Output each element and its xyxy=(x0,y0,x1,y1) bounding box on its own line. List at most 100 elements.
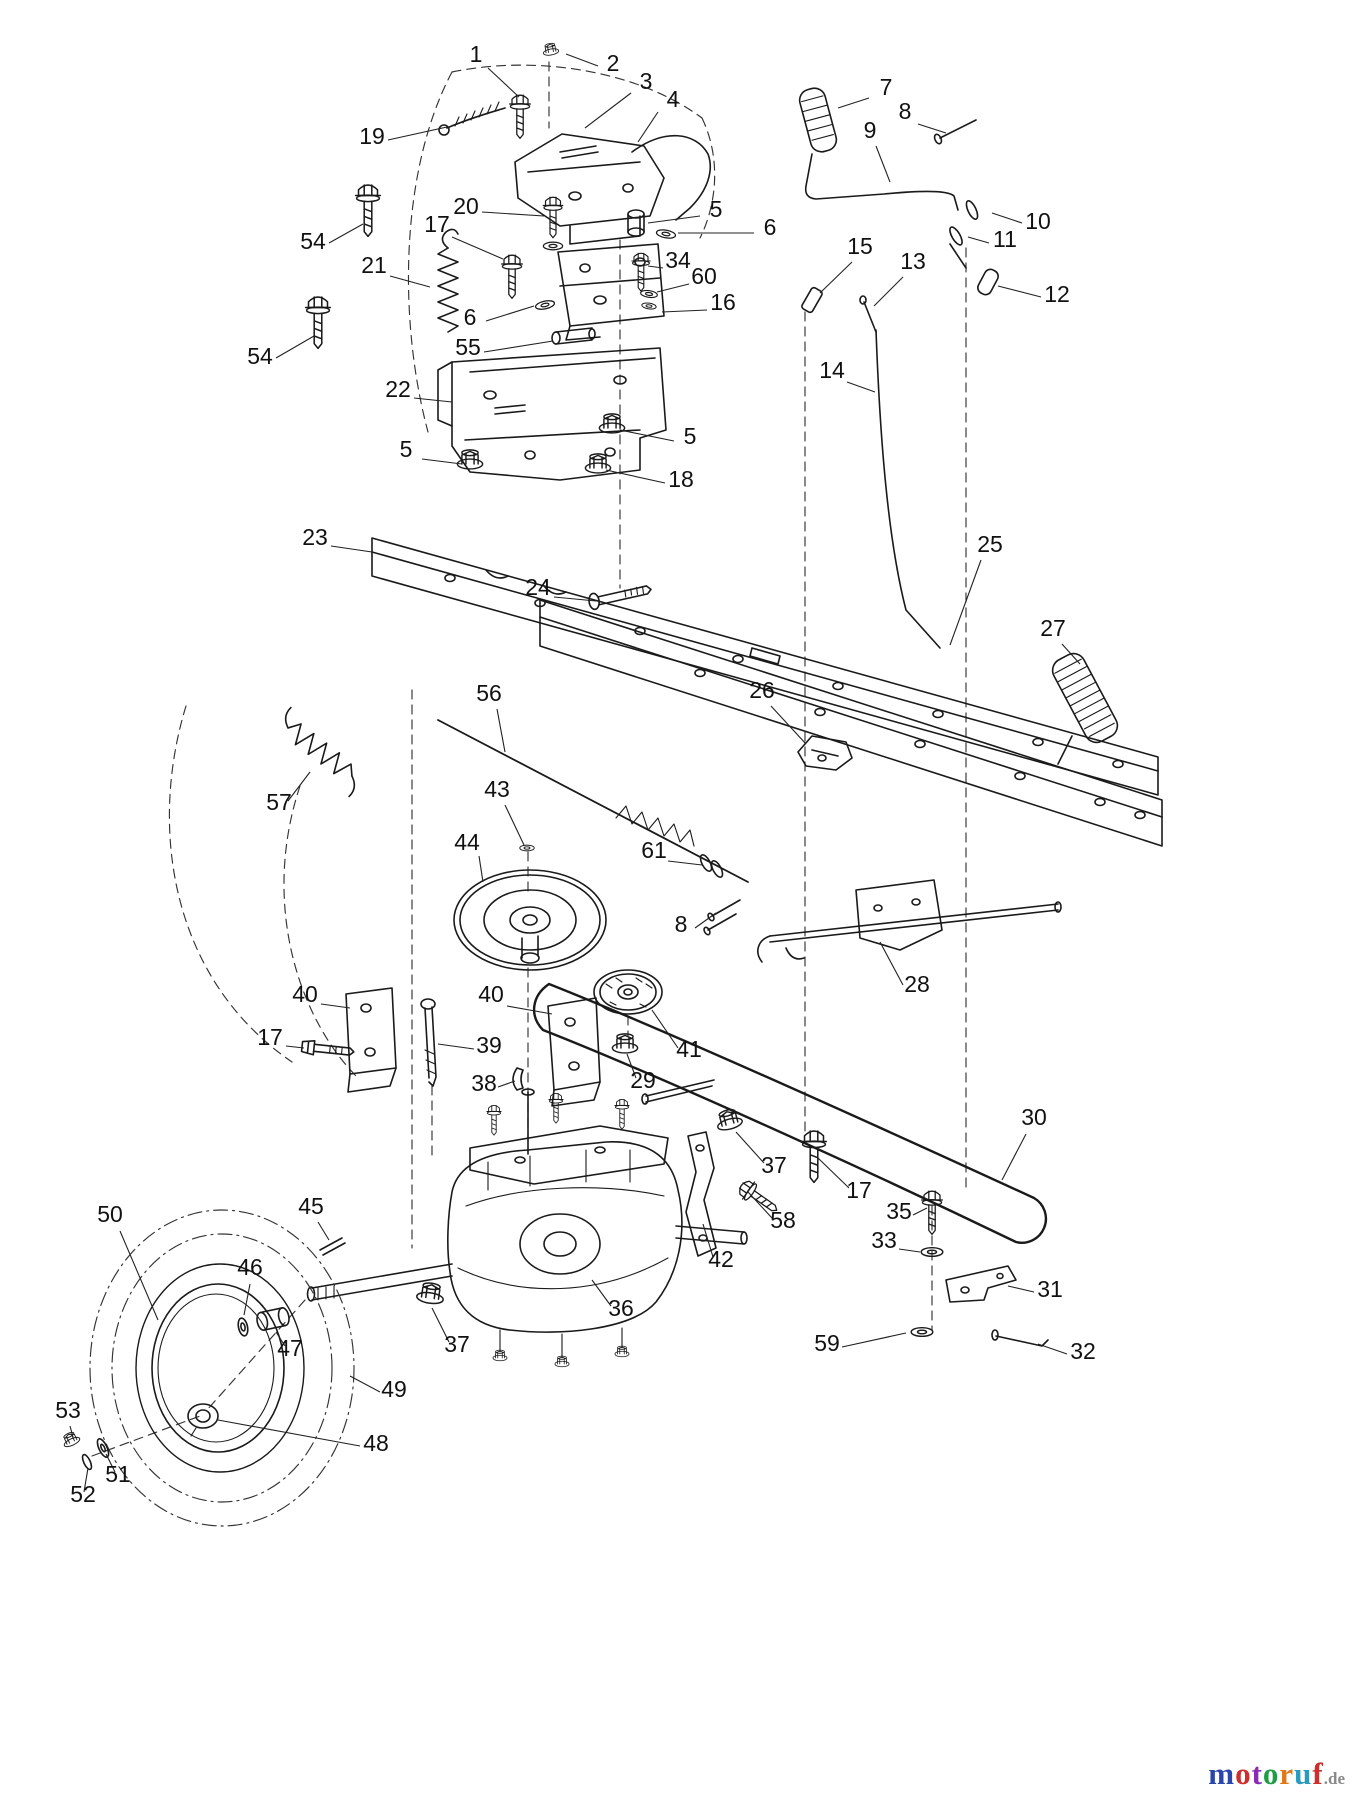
callout-leader-34 xyxy=(647,265,664,269)
callout-label-40: 40 xyxy=(292,981,318,1007)
logo-letter: u xyxy=(1294,1756,1313,1791)
return-spring xyxy=(284,706,356,798)
callout-label-52: 52 xyxy=(70,1481,96,1507)
callout-label-29: 29 xyxy=(630,1067,656,1093)
callout-label-13: 13 xyxy=(900,248,926,274)
callout-leader-43 xyxy=(504,804,525,846)
callout-label-17: 17 xyxy=(257,1024,283,1050)
callout-label-41: 41 xyxy=(676,1036,702,1062)
callout-label-8: 8 xyxy=(675,911,688,937)
callout-leader-37 xyxy=(735,1131,765,1164)
callout-label-21: 21 xyxy=(361,252,387,278)
logo-letter: f xyxy=(1312,1756,1324,1791)
callout-leader-54 xyxy=(328,223,364,244)
callout-label-11: 11 xyxy=(993,226,1017,252)
callout-leader-17 xyxy=(451,236,504,260)
callout-leader-27 xyxy=(1061,643,1081,665)
callout-leader-5 xyxy=(619,429,675,442)
callout-leader-20 xyxy=(481,211,545,217)
callout-leader-56 xyxy=(496,708,506,753)
callout-label-56: 56 xyxy=(476,680,502,706)
callout-leader-52 xyxy=(83,1467,89,1493)
logo-letter: t xyxy=(1251,1756,1263,1791)
logo-letter: o xyxy=(1235,1756,1252,1791)
callout-leader-51 xyxy=(105,1453,116,1473)
top-control-assembly xyxy=(304,41,712,481)
drive-engage-rod xyxy=(437,719,749,936)
logo-letter: m xyxy=(1208,1756,1236,1791)
callout-label-5: 5 xyxy=(710,196,723,222)
callout-label-3: 3 xyxy=(640,68,653,94)
callout-label-46: 46 xyxy=(237,1254,263,1280)
callout-label-39: 39 xyxy=(476,1032,502,1058)
callout-leader-38 xyxy=(497,1080,516,1088)
callout-leader-42 xyxy=(702,1223,714,1258)
callout-label-27: 27 xyxy=(1040,615,1066,641)
callout-label-44: 44 xyxy=(454,829,480,855)
callout-leader-10 xyxy=(991,212,1023,224)
callout-label-60: 60 xyxy=(691,263,717,289)
callout-label-7: 7 xyxy=(880,74,893,100)
callout-leader-26 xyxy=(770,705,807,745)
callout-label-10: 10 xyxy=(1025,208,1051,234)
foot-pedal xyxy=(1051,652,1119,765)
callout-label-18: 18 xyxy=(668,466,694,492)
callout-leader-55 xyxy=(483,340,554,353)
callout-leader-7 xyxy=(837,97,870,109)
callout-leader-2 xyxy=(565,53,599,67)
callout-leader-58 xyxy=(747,1191,773,1219)
callout-leader-48 xyxy=(217,1419,361,1447)
callout-label-58: 58 xyxy=(770,1207,796,1233)
callout-label-14: 14 xyxy=(819,357,845,383)
idler-brackets-hardware xyxy=(300,987,601,1256)
callout-leader-40 xyxy=(320,1003,351,1009)
callout-label-59: 59 xyxy=(814,1330,840,1356)
callout-label-40: 40 xyxy=(478,981,504,1007)
callout-label-12: 12 xyxy=(1044,281,1070,307)
callout-label-6: 6 xyxy=(464,304,477,330)
callout-label-47: 47 xyxy=(277,1335,303,1361)
callout-leader-8 xyxy=(917,123,947,134)
callout-leader-39 xyxy=(437,1043,475,1050)
callout-label-6: 6 xyxy=(764,214,777,240)
callout-label-1: 1 xyxy=(470,41,483,67)
hardware-right-cluster xyxy=(685,1106,1049,1347)
callout-label-50: 50 xyxy=(97,1201,123,1227)
callout-leader-33 xyxy=(898,1248,921,1253)
rear-wheel xyxy=(59,1209,355,1527)
callout-label-53: 53 xyxy=(55,1397,81,1423)
callout-leader-47 xyxy=(275,1331,286,1347)
callout-leader-54 xyxy=(275,335,315,359)
callout-leader-5 xyxy=(647,215,701,224)
callout-leader-12 xyxy=(997,285,1042,298)
callout-leader-14 xyxy=(846,381,876,393)
callout-label-9: 9 xyxy=(864,117,877,143)
logo-word: motoruf xyxy=(1208,1756,1324,1791)
speed-control-linkage xyxy=(798,87,999,649)
callout-leader-24 xyxy=(553,596,597,602)
callout-label-2: 2 xyxy=(607,50,620,76)
logo-letter: o xyxy=(1262,1756,1280,1791)
callout-label-33: 33 xyxy=(871,1227,897,1253)
callout-label-42: 42 xyxy=(708,1246,734,1272)
phantom-construction-lines xyxy=(91,61,967,1457)
callout-leader-22 xyxy=(413,397,453,403)
callout-label-4: 4 xyxy=(667,86,680,112)
callout-label-19: 19 xyxy=(359,123,385,149)
callout-leader-6 xyxy=(485,305,535,322)
callout-leader-19 xyxy=(387,126,448,141)
callout-label-24: 24 xyxy=(525,574,551,600)
callout-leader-45 xyxy=(317,1221,330,1241)
callout-label-22: 22 xyxy=(385,376,411,402)
callout-label-20: 20 xyxy=(453,193,479,219)
site-logo[interactable]: motoruf.de xyxy=(1208,1756,1345,1792)
callout-label-23: 23 xyxy=(302,524,328,550)
callout-label-35: 35 xyxy=(886,1198,912,1224)
callout-leader-36 xyxy=(591,1279,612,1307)
callout-leader-50 xyxy=(119,1230,159,1321)
callout-label-54: 54 xyxy=(247,343,273,369)
callout-label-5: 5 xyxy=(684,423,697,449)
callout-label-36: 36 xyxy=(608,1295,634,1321)
shift-bracket xyxy=(797,735,853,771)
